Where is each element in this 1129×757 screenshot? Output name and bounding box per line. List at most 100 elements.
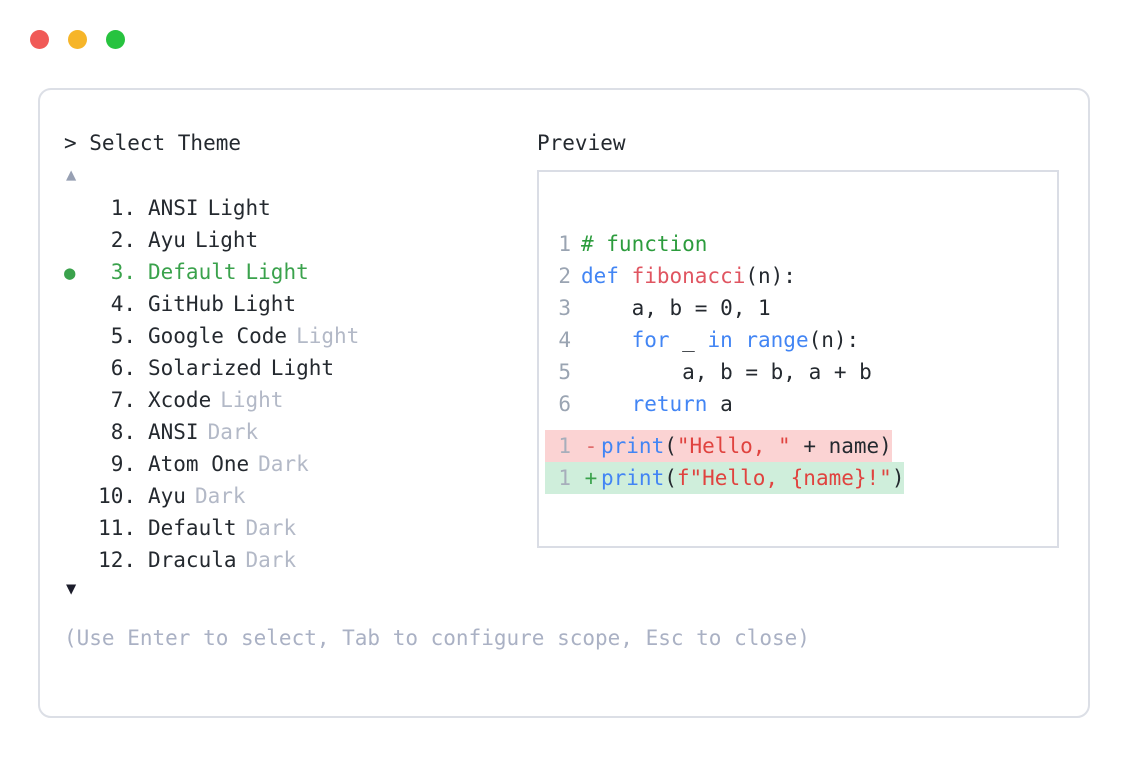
code-token-plain: ) (891, 466, 905, 490)
theme-item-name: Default (148, 260, 237, 284)
selected-bullet-icon (64, 321, 92, 353)
selected-bullet-icon (64, 353, 92, 385)
select-theme-prompt: > Select Theme (64, 131, 242, 155)
theme-item-name: Default (148, 516, 237, 540)
code-token-keyword: print (601, 434, 665, 458)
code-token-keyword: print (601, 466, 665, 490)
code-token-keyword: return (631, 392, 708, 416)
theme-list-item[interactable]: 10. Ayu Dark (64, 480, 534, 512)
scroll-down-arrow-icon[interactable]: ▼ (66, 579, 77, 599)
selected-bullet-icon (64, 225, 92, 257)
theme-item-variant: Light (245, 260, 309, 284)
code-token-plain: (n): (745, 264, 796, 288)
code-line: 3 a, b = 0, 1 (545, 292, 1053, 324)
theme-item-variant: Light (207, 196, 271, 220)
code-token-plain: a, b = b, a + b (581, 360, 872, 384)
theme-item-variant: Dark (194, 484, 246, 508)
theme-item-variant: Dark (245, 516, 297, 540)
theme-item-index: 5. (110, 324, 136, 348)
diff-line-removed: 1-print("Hello, " + name) (545, 430, 892, 462)
minimize-button[interactable] (68, 30, 87, 49)
code-token-keyword: def (581, 264, 632, 288)
theme-item-index: 10. (98, 484, 136, 508)
theme-list-item[interactable]: 7. Xcode Light (64, 384, 534, 416)
theme-item-name: Google Code (148, 324, 288, 348)
selected-bullet-icon (64, 385, 92, 417)
preview-heading: Preview (537, 131, 626, 155)
theme-item-variant: Dark (258, 452, 309, 476)
theme-list-item[interactable]: 1. ANSI Light (64, 192, 534, 224)
code-token-plain (581, 388, 632, 420)
scroll-up-arrow-icon[interactable]: ▲ (66, 165, 77, 185)
code-token-string: "Hello, " (676, 434, 791, 458)
selected-bullet-icon (64, 545, 92, 577)
diff-marker: - (584, 434, 598, 458)
theme-list-item[interactable]: 11. Default Dark (64, 512, 534, 544)
code-token-func: fibonacci (631, 264, 746, 288)
code-token-plain: ( (664, 434, 677, 458)
theme-item-index: 11. (98, 516, 136, 540)
theme-item-index: 7. (110, 388, 136, 412)
theme-item-variant: Dark (245, 548, 297, 572)
theme-item-name: Ayu (148, 228, 186, 252)
code-token-plain: _ (669, 328, 708, 352)
theme-item-name: Xcode (148, 388, 212, 412)
theme-item-index: 1. (110, 196, 136, 220)
window-controls (30, 30, 125, 49)
theme-item-variant: Light (220, 388, 284, 412)
line-number: 6 (558, 392, 571, 416)
line-number: 1 (558, 466, 571, 490)
theme-item-name: GitHub (148, 292, 224, 316)
code-token-string: f"Hello, {name}!" (676, 466, 892, 490)
theme-list-item[interactable]: 5. Google Code Light (64, 320, 534, 352)
theme-item-name: ANSI (148, 420, 199, 444)
code-line: 2 def fibonacci(n): (545, 260, 1053, 292)
code-token-plain: ( (664, 466, 677, 490)
theme-item-name: Ayu (148, 484, 186, 508)
theme-item-name: ANSI (148, 196, 199, 220)
close-button[interactable] (30, 30, 49, 49)
diff-block: 1-print("Hello, " + name)1+print(f"Hello… (545, 430, 905, 494)
code-line: 6 return a (545, 388, 1053, 420)
diff-line-added: 1 +print(f"Hello, {name}!") (545, 462, 905, 494)
selected-bullet-icon (64, 289, 92, 321)
theme-item-variant: Light (270, 356, 335, 380)
diff-marker: + (584, 466, 598, 490)
theme-item-name: Atom One (148, 452, 250, 476)
theme-list-item[interactable]: ● 3. Default Light (64, 256, 534, 288)
code-token-keyword: for (631, 328, 670, 352)
theme-item-variant: Light (232, 292, 297, 316)
selected-bullet-icon (64, 417, 92, 449)
code-line: 1# function (545, 228, 1053, 260)
code-token-plain: a (707, 392, 733, 416)
maximize-button[interactable] (106, 30, 125, 49)
theme-item-name: Dracula (148, 548, 237, 572)
theme-item-variant: Light (296, 324, 360, 348)
theme-item-name: Solarized (148, 356, 262, 380)
theme-list-item[interactable]: 12. Dracula Dark (64, 544, 534, 576)
theme-item-index: 3. (110, 260, 136, 284)
code-line: 4 for _ in range(n): (545, 324, 1053, 356)
line-number: 1 (558, 434, 571, 458)
selected-bullet-icon (64, 513, 92, 545)
help-hint: (Use Enter to select, Tab to configure s… (64, 626, 810, 650)
selected-bullet-icon: ● (64, 262, 76, 284)
code-token-plain: (n): (808, 328, 860, 352)
code-token-comment: # function (581, 232, 708, 256)
line-number: 2 (558, 264, 571, 288)
theme-item-index: 12. (98, 548, 136, 572)
theme-item-variant: Dark (207, 420, 259, 444)
line-number: 5 (558, 360, 571, 384)
selected-bullet-icon (64, 449, 92, 481)
